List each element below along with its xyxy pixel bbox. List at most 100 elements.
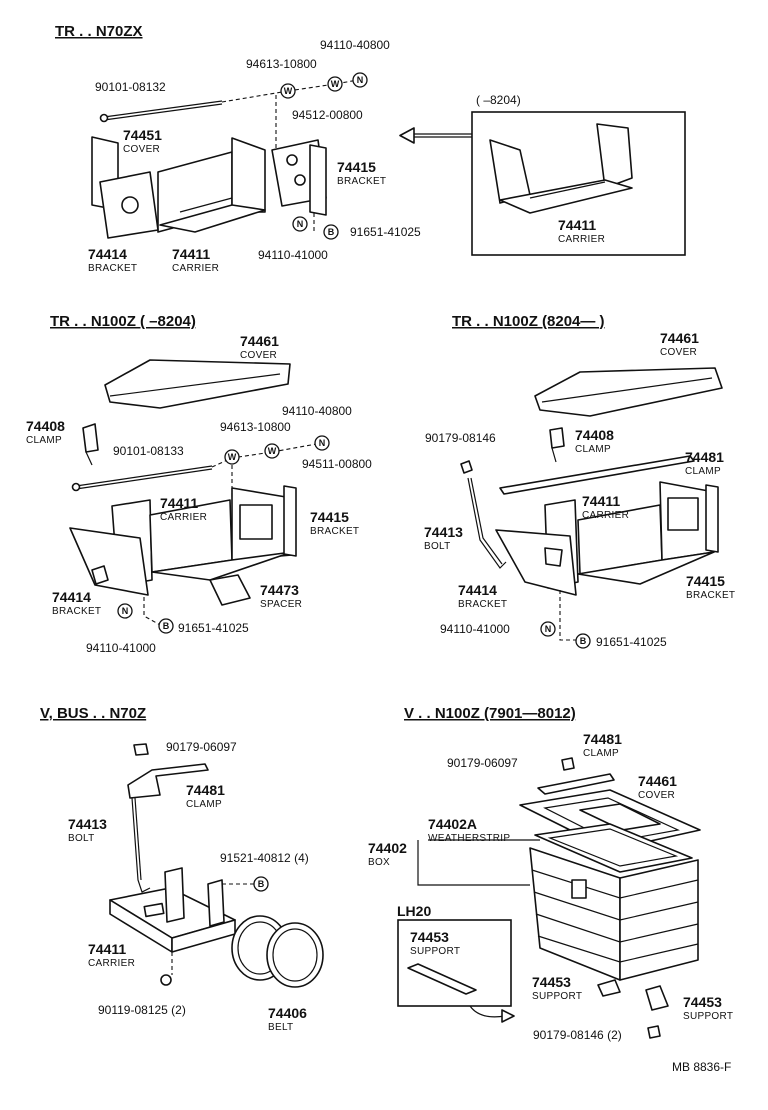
nut-part: [460, 460, 473, 474]
part-number: 74453: [532, 974, 571, 990]
nut-symbol: N: [540, 621, 556, 637]
diagram-code: MB 8836-F: [672, 1060, 731, 1074]
part-number: 74413: [68, 816, 107, 832]
bolt-part: [131, 797, 151, 893]
part-number: 74411: [582, 493, 620, 509]
section-tr-n70zx: TR . . N70ZX W W N N B: [55, 23, 686, 274]
clamp-bar-part: [499, 455, 695, 495]
long-bolt-part: [71, 465, 213, 492]
part-number: 74481: [685, 449, 724, 465]
washer-symbol: W: [264, 443, 280, 459]
part-name: CLAMP: [575, 444, 611, 455]
part-name: CLAMP: [186, 799, 222, 810]
part-number: 74473: [260, 582, 299, 598]
bracket-part: [705, 484, 719, 553]
arrow-head: [501, 1009, 515, 1023]
inset-label: LH20: [397, 903, 431, 919]
washer-symbol: W: [224, 449, 240, 465]
belt-part: [231, 915, 324, 988]
bracket-part: [91, 136, 159, 239]
svg-text:N: N: [319, 438, 326, 448]
screw-part: [160, 974, 172, 986]
part-label: 94512-00800: [292, 108, 363, 122]
part-name: CLAMP: [26, 435, 62, 446]
part-name: CLAMP: [685, 466, 721, 477]
part-number: 74453: [410, 929, 449, 945]
part-name: COVER: [638, 790, 675, 801]
part-name: CARRIER: [88, 958, 135, 969]
bracket-part: [283, 485, 297, 557]
cover-part: [104, 359, 291, 409]
part-label: 94511-00800: [302, 457, 372, 471]
svg-text:B: B: [163, 621, 170, 631]
clamp-part: [82, 423, 99, 466]
part-label: 94613-10800: [220, 420, 291, 434]
part-label: 90119-08125 (2): [98, 1003, 186, 1017]
part-label: 91521-40812 (4): [220, 851, 309, 865]
nut-symbol: N: [292, 216, 308, 232]
part-label: 90179-08146: [425, 431, 496, 445]
part-label: 94110-41000: [86, 641, 156, 655]
part-number: 74461: [638, 773, 677, 789]
washer-symbol: W: [280, 83, 296, 99]
part-name: BELT: [268, 1022, 293, 1033]
part-number: 74411: [558, 217, 596, 233]
svg-text:W: W: [284, 86, 293, 96]
part-name: BRACKET: [337, 176, 386, 187]
clamp-part: [127, 763, 209, 799]
part-name: CARRIER: [172, 263, 219, 274]
nut-symbol: N: [314, 435, 330, 451]
carrier-part: [157, 137, 266, 233]
part-name: CARRIER: [160, 512, 207, 523]
section-title: TR . . N100Z ( –8204): [50, 313, 196, 330]
part-label: 90101-08133: [113, 444, 184, 458]
svg-text:N: N: [297, 219, 304, 229]
part-name: SUPPORT: [532, 991, 582, 1002]
cover-part: [534, 367, 723, 417]
nut-part: [561, 757, 575, 771]
inset-frame: [397, 919, 512, 1007]
assembly-line: [221, 90, 289, 103]
part-name: COVER: [123, 144, 160, 155]
leader-line: [469, 1005, 506, 1018]
part-name: SUPPORT: [410, 946, 460, 957]
assembly-line: [559, 590, 582, 641]
part-label: 94613-10800: [246, 57, 317, 71]
svg-text:W: W: [331, 79, 340, 89]
section-v-n100z: V . . N100Z (7901—8012): [368, 705, 733, 1042]
assembly-line: [143, 590, 163, 627]
part-label: 94110-40800: [282, 404, 352, 418]
part-number: 74453: [683, 994, 722, 1010]
support-part: [407, 963, 477, 995]
part-number: 74402: [368, 840, 407, 856]
bracket-part: [495, 529, 577, 596]
bolt-symbol: B: [323, 224, 339, 240]
part-name: COVER: [660, 347, 697, 358]
part-name: BRACKET: [686, 590, 735, 601]
washer-symbol: W: [327, 76, 343, 92]
section-tr-n100z-early: TR . . N100Z ( –8204) W W N N B: [26, 313, 372, 655]
part-label: 90179-06097: [166, 740, 237, 754]
section-title: TR . . N100Z (8204— ): [452, 313, 605, 330]
part-label: 90179-06097: [447, 756, 518, 770]
part-name: BOLT: [68, 833, 95, 844]
svg-text:B: B: [580, 636, 587, 646]
part-label: 94110-40800: [320, 38, 390, 52]
carrier-part: [109, 867, 236, 953]
part-number: 74414: [52, 589, 91, 605]
leader-line: [417, 840, 530, 886]
nut-part: [133, 743, 149, 756]
part-number: 74414: [88, 246, 127, 262]
part-label: 91651-41025: [350, 225, 421, 239]
clamp-part: [537, 773, 615, 795]
section-title: V . . N100Z (7901—8012): [404, 705, 576, 722]
box-part: [529, 847, 699, 981]
part-name: BOLT: [424, 541, 451, 552]
bracket-part: [271, 139, 327, 216]
part-name: SUPPORT: [683, 1011, 733, 1022]
part-number: 74415: [686, 573, 725, 589]
part-number: 74411: [172, 246, 210, 262]
section-tr-n100z-late: TR . . N100Z (8204— ): [424, 313, 735, 649]
part-name: BRACKET: [458, 599, 507, 610]
svg-text:W: W: [268, 446, 277, 456]
